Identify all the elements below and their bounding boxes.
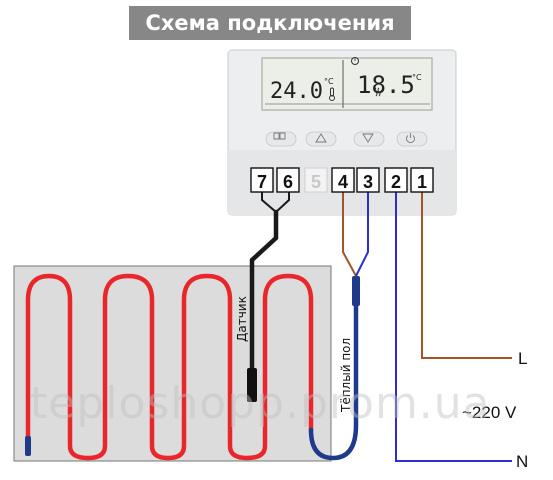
heat-wave-icon xyxy=(374,87,381,97)
cable-end-cap xyxy=(25,436,31,456)
thermometer-icon xyxy=(329,87,335,101)
clock-icon xyxy=(351,57,359,65)
lcd-screen xyxy=(261,57,433,111)
cold-lead-cable xyxy=(308,297,359,461)
terminal-5 xyxy=(304,167,328,193)
down-button[interactable] xyxy=(353,131,385,147)
terminal-3 xyxy=(356,167,380,193)
terminal-2-label: 2 xyxy=(391,172,401,192)
floor-panel xyxy=(13,265,332,462)
terminal-block: 7 6 5 4 3 2 1 xyxy=(250,167,434,193)
watermark: teploshopp.prom.ua xyxy=(30,378,491,429)
terminal-4-label: 4 xyxy=(338,172,348,192)
voltage-label: ~220 V xyxy=(462,403,517,422)
cold-lead-brown-core xyxy=(342,188,357,277)
terminal-3-label: 3 xyxy=(363,172,373,192)
up-arrow-icon xyxy=(315,133,327,143)
live-label: L xyxy=(518,349,527,368)
menu-button[interactable] xyxy=(265,131,297,147)
sensor-cable xyxy=(249,209,279,383)
down-arrow-icon xyxy=(362,133,374,143)
heating-cable xyxy=(25,273,314,461)
terminal-7-label: 7 xyxy=(257,172,267,192)
terminal-6 xyxy=(276,167,300,193)
terminal-1-label: 1 xyxy=(417,172,427,192)
sensor-probe xyxy=(247,368,257,402)
book-icon xyxy=(273,132,286,140)
neutral-label: N xyxy=(516,452,528,471)
terminal-4 xyxy=(331,167,355,193)
terminal-1 xyxy=(410,167,434,193)
neutral-wire xyxy=(395,188,512,462)
set-temp-value: 18.5 xyxy=(357,71,415,99)
terminal-5-label: 5 xyxy=(311,172,321,192)
terminal-7 xyxy=(250,167,274,193)
terminal-6-label: 6 xyxy=(283,172,293,192)
heating-floor-label: Тёплый пол xyxy=(339,338,353,413)
terminal-2 xyxy=(384,167,408,193)
live-wire xyxy=(421,188,512,359)
floor-temp-value: 24.0 xyxy=(270,79,323,104)
set-temp-unit: °C xyxy=(412,73,422,82)
sensor-label: Датчик xyxy=(235,296,249,342)
cold-lead-blue-core xyxy=(355,188,369,277)
floor-temp-unit: °C xyxy=(324,77,334,86)
diagram-title: Схема подключения xyxy=(129,6,411,40)
cold-lead-coupling xyxy=(352,276,360,306)
up-button[interactable] xyxy=(305,131,337,147)
power-button[interactable] xyxy=(396,131,428,147)
power-icon xyxy=(406,133,415,144)
